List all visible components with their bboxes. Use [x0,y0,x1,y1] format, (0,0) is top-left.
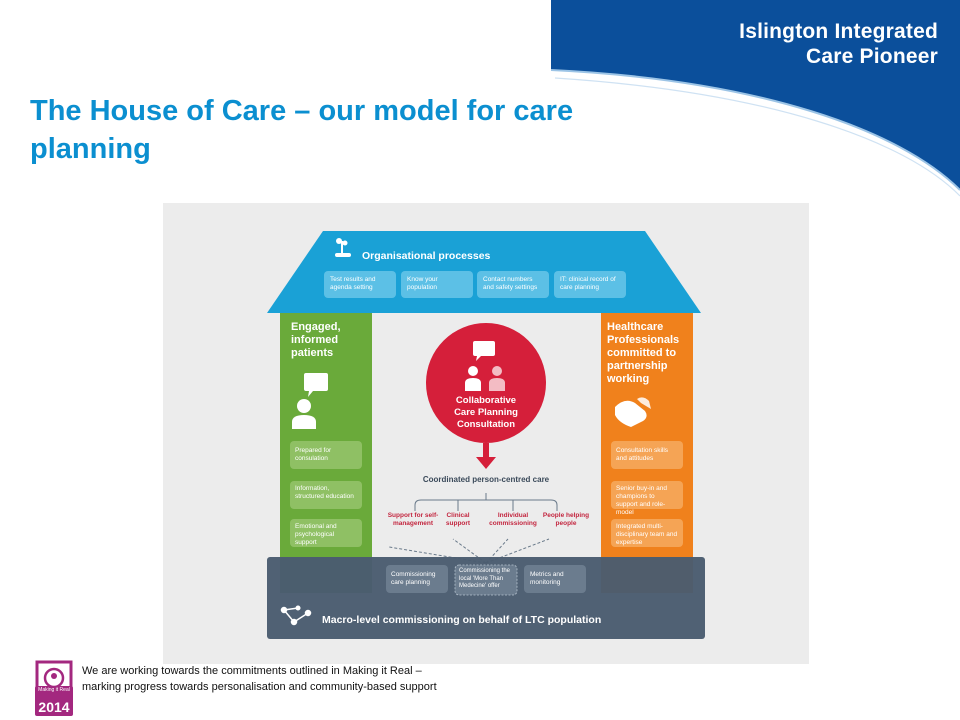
house-of-care-diagram: Organisational processes Macro-level com… [163,203,809,664]
left-pillar-title: Engaged, informed patients [291,321,341,359]
roof-box-1-label: Test results and agenda setting [330,276,376,291]
left-box-3-label: Emotional and psychological support [295,523,337,546]
foundation-box-2 [454,564,518,596]
foundation-box-1 [386,565,448,593]
footer-line1: We are working towards the commitments o… [82,665,422,677]
foundation-base [267,557,705,639]
brand-name-line1: Islington Integrated [739,20,938,43]
foundation-box-1-label: Commissioning care planning [391,571,436,586]
making-it-real-badge [35,660,73,716]
roof-box-2-label: Know your population [407,276,438,291]
badge-text: Making it Real [38,687,70,693]
centre-title: Collaborative Care Planning Consultation [454,395,518,430]
centre-circle [426,323,546,443]
left-box-2 [290,481,362,509]
brand-name-line2: Care Pioneer [806,45,938,68]
right-box-2 [611,481,683,509]
roof-box-2 [401,271,473,298]
roof-box-4 [554,271,626,298]
branch-1-label: Support for self-management [387,512,439,527]
left-box-2-label: Information, structured education [295,485,354,500]
footer-note: We are working towards the commitments o… [82,663,482,695]
roof-box-3 [477,271,549,298]
foundation-box-3-label: Metrics and monitoring [530,571,564,586]
house-graphic: Organisational processes Macro-level com… [267,231,705,639]
network-icon [280,605,312,626]
brand-swoosh [550,0,960,197]
branch-bracket [414,493,558,511]
branch-2-label: Clinical support [445,512,471,527]
roof-box-1 [324,271,396,298]
right-box-2-label: Senior buy-in and champions to support a… [616,485,667,516]
foundation-box-2-label: Commissioning the local 'More Than Medec… [459,568,511,589]
roof-box-4-label: IT: clinical record of care planning [560,276,616,291]
right-box-3 [611,519,683,547]
centre-outcome-title: Coordinated person-centred care [423,475,550,484]
right-pillar-title: Healthcare Professionals committed to pa… [607,321,680,385]
slide-title: The House of Care – our model for care p… [30,95,574,165]
right-box-1-label: Consultation skills and attitudes [616,447,669,462]
badge-year: 2014 [38,699,70,715]
roof-title: Organisational processes [362,250,491,262]
branch-3-label: Individual commissioning [489,512,537,527]
right-box-3-label: Integrated multi-disciplinary team and e… [616,523,678,546]
left-box-3 [290,519,362,547]
roof-box-3-label: Contact numbers and safety settings [483,276,538,291]
footer-line2: marking progress towards personalisation… [82,681,437,693]
branch-4-label: People helping people [542,512,590,527]
down-arrow-icon [476,443,496,469]
handshake-icon [615,397,651,427]
people-speech-icon [465,341,505,391]
right-box-1 [611,441,683,469]
speech-person-icon [292,373,328,429]
foundation-box-3 [524,565,586,593]
left-box-1 [290,441,362,469]
hand-plant-icon [335,238,351,257]
left-box-1-label: Prepared for consulation [295,447,332,462]
foundation-title: Macro-level commissioning on behalf of L… [322,614,601,626]
